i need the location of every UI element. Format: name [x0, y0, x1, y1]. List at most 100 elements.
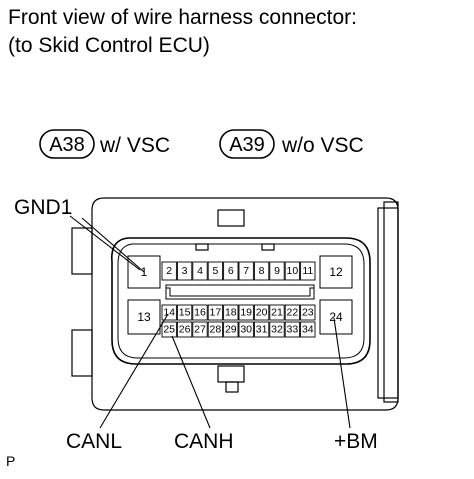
connector-housing: [71, 197, 399, 411]
label-canh: CANH: [174, 430, 234, 453]
bot-cavity-33: [284, 321, 301, 338]
pin-32-label: 32: [271, 324, 283, 336]
label-gnd1: GND1: [14, 196, 72, 219]
variant-a38: A38 w/ VSC: [39, 129, 170, 159]
pin-6-label: 6: [228, 265, 234, 277]
bot-cavity-34: [300, 321, 316, 338]
key-slot-1: [195, 243, 209, 251]
right-rail-inner: [383, 201, 399, 403]
mid-cavity-22: [284, 304, 301, 321]
mid-cavity-23: [300, 304, 316, 321]
left-tab-lower: [71, 329, 93, 377]
leader-lines: [69, 215, 351, 429]
pin-31-label: 31: [256, 324, 268, 336]
mid-cavity-17: [207, 304, 224, 321]
cavity-1: [127, 255, 161, 289]
leader-gnd1-a: [69, 215, 141, 271]
label-bm: +BM: [334, 430, 378, 453]
pin-4-label: 4: [197, 265, 203, 277]
pin-1-label: 1: [141, 265, 148, 279]
corner-mark: P: [6, 453, 15, 469]
bot-cavity-32: [269, 321, 285, 338]
variant-label: w/ VSC: [99, 134, 170, 157]
mid-cavity-16: [192, 304, 208, 321]
variant-a39: A39 w/o VSC: [219, 129, 364, 159]
mid-cavity-20: [253, 304, 270, 321]
right-rail: [377, 207, 399, 399]
pin-12-label: 12: [329, 265, 343, 279]
top-cavity-5: [207, 261, 224, 281]
bot-cavity-25: [161, 321, 177, 338]
pin-21-label: 21: [271, 307, 283, 319]
pin-14-label: 14: [163, 307, 175, 319]
top-cavity-3: [176, 261, 193, 281]
pin-23-label: 23: [302, 307, 314, 319]
bot-cavity-29: [223, 321, 239, 338]
pin-19-label: 19: [240, 307, 252, 319]
pin-18-label: 18: [225, 307, 237, 319]
key-slot-2: [261, 243, 275, 251]
cavity-12: [319, 255, 353, 289]
badge-outline: [219, 129, 275, 159]
pin-29-label: 29: [225, 324, 237, 336]
pin-27-label: 27: [194, 324, 206, 336]
pin-30-label: 30: [240, 324, 252, 336]
title-line-2: (to Skid Control ECU): [8, 34, 210, 57]
top-cavity-4: [192, 261, 208, 281]
pin-9-label: 9: [274, 265, 280, 277]
top-cavity-6: [223, 261, 239, 281]
top-cavity-9: [269, 261, 285, 281]
pin-2-label: 2: [166, 265, 172, 277]
pin-22-label: 22: [287, 307, 299, 319]
mid-cavity-15: [176, 304, 193, 321]
bot-cavity-30: [238, 321, 254, 338]
label-canl: CANL: [66, 430, 122, 453]
pin-7-label: 7: [243, 265, 249, 277]
left-tab-upper: [71, 227, 93, 275]
pin-10-label: 10: [287, 265, 299, 277]
top-cavity-2: [161, 261, 177, 281]
top-cavity-10: [284, 261, 301, 281]
pin-13-label: 13: [137, 310, 151, 324]
pin-17-label: 17: [210, 307, 222, 319]
bot-cavity-26: [176, 321, 193, 338]
leader-canl: [99, 313, 169, 429]
top-cavity-7: [238, 261, 254, 281]
variant-code: A39: [229, 134, 265, 156]
pin-28-label: 28: [210, 324, 222, 336]
bottom-latch-tab: [225, 381, 239, 393]
top-cavity-8: [253, 261, 270, 281]
pin-34-label: 34: [302, 324, 314, 336]
variant-label: w/o VSC: [281, 134, 364, 157]
mid-cavity-18: [223, 304, 239, 321]
pin-15-label: 15: [179, 307, 191, 319]
keyway-box: [165, 284, 315, 300]
pin-24-label: 24: [329, 310, 343, 324]
pin-16-label: 16: [194, 307, 206, 319]
mid-cavity-19: [238, 304, 254, 321]
leader-canh: [171, 335, 211, 429]
housing-inner: [111, 237, 371, 365]
top-latch: [217, 209, 245, 227]
bot-cavity-27: [192, 321, 208, 338]
top-cavity-11: [300, 261, 316, 281]
cavity-13: [127, 299, 161, 335]
pin-11-label: 11: [302, 265, 313, 277]
keyway-line: [166, 287, 314, 297]
mid-cavity-21: [269, 304, 285, 321]
mid-cavity-14: [161, 304, 177, 321]
housing-inner-2: [117, 243, 365, 359]
pin-8-label: 8: [259, 265, 265, 277]
keyway-strip: [165, 284, 315, 300]
bottom-latch: [217, 365, 245, 383]
pin-33-label: 33: [287, 324, 299, 336]
pin-5-label: 5: [212, 265, 218, 277]
bot-cavity-28: [207, 321, 224, 338]
pin-25-label: 25: [163, 324, 175, 336]
pin-3-label: 3: [182, 265, 188, 277]
